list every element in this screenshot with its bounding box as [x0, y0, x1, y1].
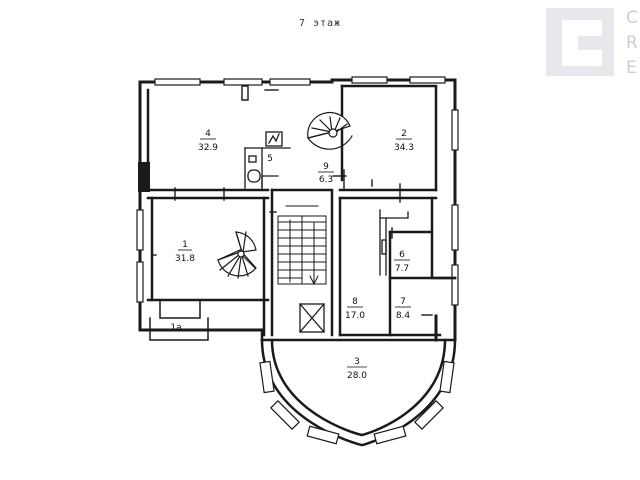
room-1-area: 31.8 — [175, 254, 195, 264]
room-7-area: 8.4 — [396, 311, 411, 321]
company-logo: C R E — [546, 8, 640, 80]
logo-letter-c: C — [626, 8, 638, 28]
inner-walls — [146, 84, 457, 342]
room-1a-number: 1a — [170, 323, 181, 333]
room-4-area: 32.9 — [198, 143, 218, 153]
room-2-number: 2 — [401, 129, 407, 139]
spiral-stair-upper — [307, 111, 353, 150]
spiral-stair-lower — [217, 231, 257, 279]
kitchen-counter — [379, 209, 409, 276]
bay-window-frames — [259, 360, 455, 445]
right-windows — [451, 109, 459, 306]
room-labels: 4 32.9 2 34.3 5 9 6.3 1 31.8 6 7.7 8 17.… — [170, 129, 414, 381]
room-4-number: 4 — [205, 129, 211, 139]
door-marks — [151, 85, 433, 316]
floor-title: 7 этаж — [298, 18, 342, 29]
room-8-area: 17.0 — [345, 311, 365, 321]
top-windows — [154, 76, 446, 86]
left-windows — [136, 209, 144, 303]
room-6-area: 7.7 — [395, 264, 409, 274]
bay-window — [260, 338, 457, 447]
balcony-1a — [149, 299, 209, 341]
room-3-number: 3 — [354, 357, 360, 367]
central-staircase — [277, 205, 327, 286]
label-fraction-lines — [178, 138, 412, 368]
elevator-shaft — [299, 303, 325, 333]
room-9-area: 6.3 — [319, 175, 333, 185]
logo-mark-icon — [546, 8, 614, 76]
room-6-number: 6 — [399, 250, 405, 260]
room-2-area: 34.3 — [394, 143, 414, 153]
logo-letter-e: E — [626, 58, 637, 78]
room-9-number: 9 — [323, 162, 329, 172]
bathroom-fixtures — [244, 131, 291, 189]
room-7-number: 7 — [400, 297, 406, 307]
logo-letter-r: R — [626, 33, 638, 53]
room-8-number: 8 — [352, 297, 358, 307]
room-1-number: 1 — [182, 240, 188, 250]
room-3-area: 28.0 — [347, 371, 367, 381]
room-5-number: 5 — [267, 154, 273, 164]
